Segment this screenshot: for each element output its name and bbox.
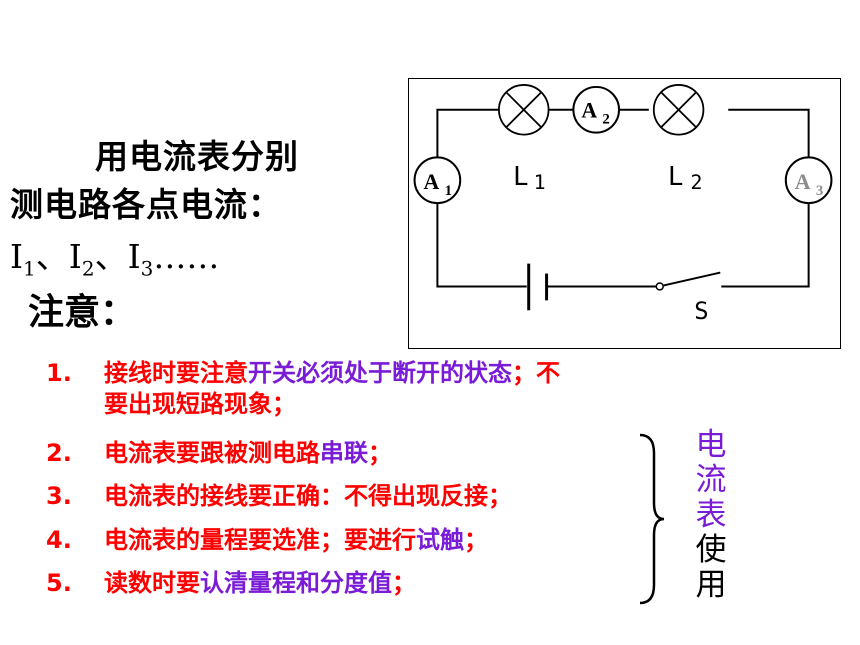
lamp-l1-label-letter: L: [513, 162, 529, 192]
rule-text-continued: 要出现短路现象；: [104, 390, 296, 418]
side-char: 流: [695, 462, 727, 498]
switch-icon: [655, 271, 721, 291]
rule-text: ；: [392, 569, 416, 597]
side-char: 电: [695, 427, 727, 463]
rule-text: 电流表的接线要正确：不得出现反接；: [104, 482, 512, 510]
lamp-l2-label-letter: L: [668, 162, 684, 192]
rule-2: 2. 电流表要跟被测电路串联；: [46, 438, 392, 469]
rule-emphasis: 开关必须处于断开的状态: [248, 359, 512, 387]
ammeter-a2-sub: 2: [602, 112, 609, 128]
ammeter-a2-icon: A 2: [572, 85, 621, 134]
rule-text: 读数时要: [104, 569, 200, 597]
curly-brace-icon: [639, 433, 665, 605]
ammeter-a1-icon: A 1: [413, 156, 462, 205]
rule-emphasis: 试触: [416, 526, 464, 554]
rule-number: 3.: [46, 482, 72, 510]
ammeter-a1-letter: A: [424, 170, 440, 194]
current-symbol-2: I2、: [68, 237, 128, 281]
circuit-diagram: A 2 A 1 A 3 L 1 L 2 S: [408, 78, 841, 349]
side-char: 用: [695, 567, 727, 603]
rule-emphasis: 串联: [320, 439, 368, 467]
rule-text: 电流表的量程要选准；要进行: [104, 526, 416, 554]
ammeter-a3-icon: A 3: [784, 156, 833, 205]
lamp-l2-label-sub: 2: [690, 171, 702, 194]
battery-icon: [527, 263, 549, 311]
ammeter-a3-sub: 3: [816, 183, 823, 199]
note-title: 注意：: [28, 292, 137, 333]
circuit-wires: [436, 108, 810, 288]
rule-3: 3. 电流表的接线要正确：不得出现反接；: [46, 481, 512, 512]
ammeter-a2-letter: A: [581, 99, 597, 123]
ammeter-a1-sub: 1: [445, 183, 452, 199]
rule-number: 1.: [46, 359, 72, 387]
lamp-l2-icon: [652, 84, 705, 136]
side-char: 表: [695, 497, 727, 533]
rule-text: 电流表要跟被测电路: [104, 439, 320, 467]
intro-line-2: 测电路各点电流：: [10, 185, 282, 224]
rule-4: 4. 电流表的量程要选准；要进行试触；: [46, 525, 488, 556]
rule-text: ；: [464, 526, 488, 554]
current-symbol-1: I1、: [10, 237, 69, 281]
rule-1: 1. 接线时要注意开关必须处于断开的状态；不 要出现短路现象；: [46, 358, 560, 420]
ammeter-a3-letter: A: [795, 170, 811, 194]
rule-number: 2.: [46, 439, 72, 467]
rule-number: 5.: [46, 569, 72, 597]
rule-text: ；: [368, 439, 392, 467]
rule-text: 接线时要注意: [104, 359, 248, 387]
lamp-l1-label-sub: 1: [534, 171, 546, 194]
rule-number: 4.: [46, 526, 72, 554]
side-char: 使: [695, 532, 727, 568]
current-symbols: I1、I2、I3……: [10, 230, 219, 281]
rule-5: 5. 读数时要认清量程和分度值；: [46, 568, 416, 599]
ammeter-usage-label: 电 流 表 使 用: [690, 428, 732, 603]
intro-line-1: 用电流表分别: [95, 137, 299, 176]
rule-emphasis: 认清量程和分度值: [200, 569, 392, 597]
switch-label: S: [694, 297, 708, 325]
rule-text: ；不: [512, 359, 560, 387]
lamp-l1-icon: [498, 84, 550, 136]
current-symbol-3: I3……: [127, 237, 220, 281]
